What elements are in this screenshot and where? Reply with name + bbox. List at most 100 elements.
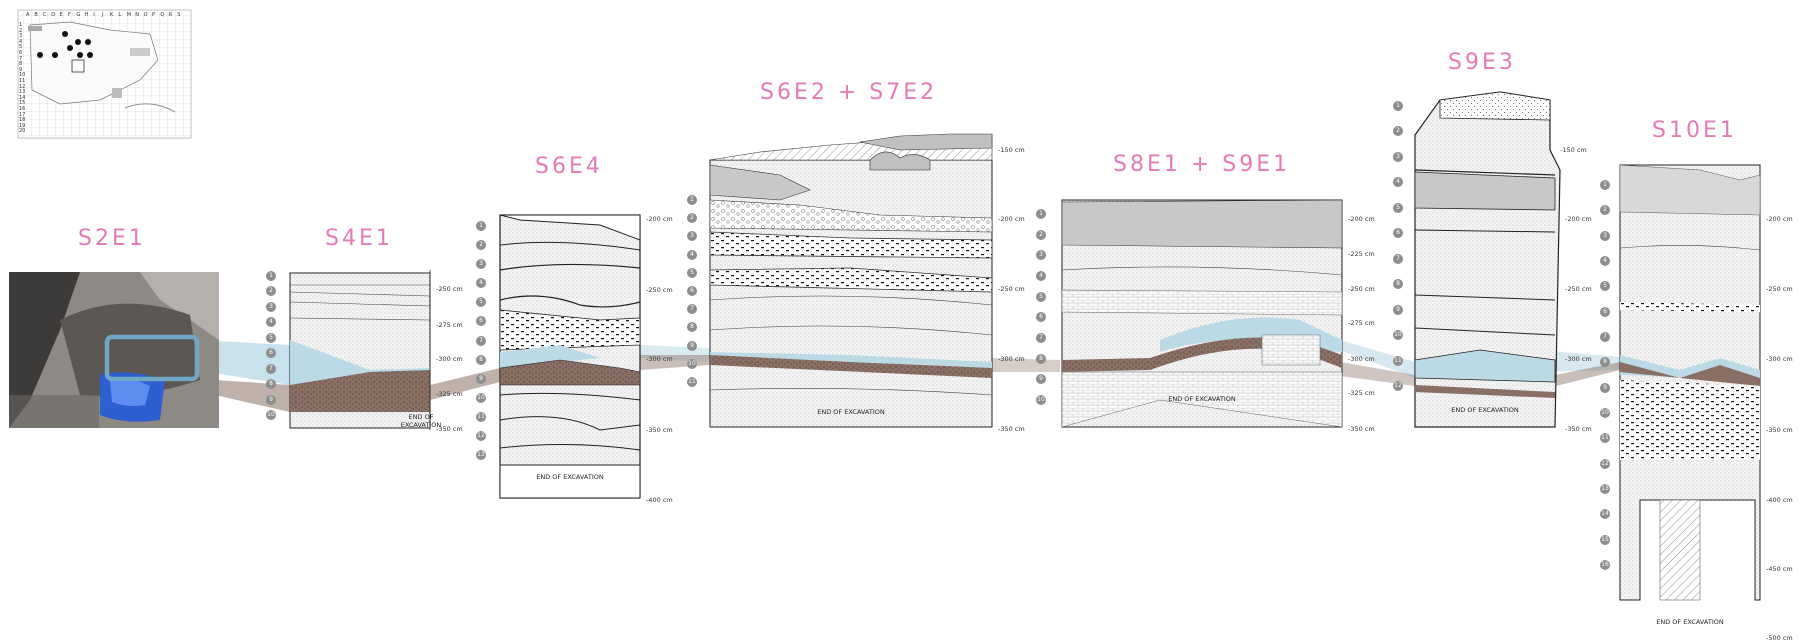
depth-label: -150 cm bbox=[1560, 146, 1587, 154]
depth-label: -350 cm bbox=[1565, 425, 1592, 433]
key-map-row-label: 17 bbox=[19, 111, 26, 118]
key-map-row-label: 18 bbox=[19, 117, 26, 124]
layer-number-marker: 10 bbox=[266, 410, 276, 420]
key-map-column-label: R bbox=[168, 12, 173, 18]
layer-number-marker: 5 bbox=[266, 332, 276, 343]
end-of-excavation-label: END OF EXCAVATION bbox=[1451, 406, 1519, 414]
depth-label: -250 cm bbox=[1565, 285, 1592, 293]
key-map-row-label: 2 bbox=[19, 27, 23, 34]
layer-number-marker: 7 bbox=[1393, 253, 1403, 264]
key-map-row-label: 3 bbox=[19, 33, 23, 40]
depth-label: -300 cm bbox=[646, 355, 673, 363]
title-s8e1-s9e1: S8E1 + S9E1 bbox=[1113, 152, 1291, 177]
layer-number-marker: 10 bbox=[1036, 395, 1046, 405]
layer-number-marker: 12 bbox=[476, 430, 486, 441]
layer-number-marker: 15 bbox=[1600, 534, 1610, 545]
depth-label: -500 cm bbox=[1766, 634, 1793, 642]
layer-number-marker: 8 bbox=[476, 354, 486, 365]
key-map-column-label: H bbox=[84, 12, 89, 18]
s6e2-s7e2-profile bbox=[709, 133, 993, 428]
layer-number-marker: 5 bbox=[476, 297, 486, 308]
depth-label: -275 cm bbox=[436, 321, 463, 329]
layer-number-marker: 5 bbox=[1036, 291, 1046, 302]
depth-label: -150 cm bbox=[998, 146, 1025, 154]
key-map-column-label: L bbox=[118, 12, 122, 18]
key-map-column-label: C bbox=[42, 12, 47, 18]
depth-label: -275 cm bbox=[1348, 319, 1375, 327]
layer-number-marker: 4 bbox=[1036, 271, 1046, 281]
title-s9e3: S9E3 bbox=[1448, 50, 1516, 75]
layer-number-marker: 5 bbox=[1600, 281, 1610, 292]
layer-number-marker: 9 bbox=[1393, 304, 1403, 315]
key-map-column-label: N bbox=[135, 12, 139, 18]
layer-number-marker: 2 bbox=[1393, 126, 1403, 137]
key-map-column-label: S bbox=[177, 12, 181, 18]
depth-label: -400 cm bbox=[1766, 496, 1793, 504]
layer-number-marker: 6 bbox=[687, 286, 697, 296]
layer-number-marker: 9 bbox=[687, 340, 697, 351]
layer-number-marker: 7 bbox=[1600, 332, 1610, 342]
s2e1-photo bbox=[9, 272, 219, 428]
layer-number-marker: 2 bbox=[266, 286, 276, 297]
title-s2e1: S2E1 bbox=[78, 226, 146, 251]
s10e1-profile bbox=[1619, 164, 1761, 601]
layer-number-marker: 10 bbox=[1600, 408, 1610, 418]
key-map-row-label: 19 bbox=[19, 122, 26, 129]
depth-label: -250 cm bbox=[436, 285, 463, 293]
s8e1-s9e1-profile bbox=[1061, 199, 1343, 428]
key-map-column-label: P bbox=[152, 12, 156, 18]
key-map-row-label: 14 bbox=[19, 94, 26, 101]
depth-label: -450 cm bbox=[1766, 565, 1793, 573]
layer-number-marker: 8 bbox=[1600, 357, 1610, 368]
layer-number-marker: 4 bbox=[687, 249, 697, 260]
layer-number-marker: 3 bbox=[476, 259, 486, 270]
key-map-column-label: K bbox=[110, 12, 114, 18]
layer-number-marker: 4 bbox=[1600, 256, 1610, 266]
key-map-column-label: O bbox=[143, 12, 148, 18]
depth-label: -200 cm bbox=[1766, 215, 1793, 223]
key-map-row-label: 9 bbox=[19, 66, 23, 73]
depth-label: -250 cm bbox=[998, 285, 1025, 293]
end-of-excavation-label: END OF EXCAVATION bbox=[817, 408, 885, 416]
layer-number-marker: 11 bbox=[1393, 355, 1403, 366]
layer-number-marker: 9 bbox=[266, 394, 276, 405]
end-of-excavation-label: END OF EXCAVATION bbox=[400, 413, 442, 429]
layer-number-marker: 7 bbox=[266, 363, 276, 374]
key-map-row-label: 12 bbox=[19, 83, 26, 90]
layer-number-marker: 3 bbox=[266, 301, 276, 312]
key-map-row-label: 8 bbox=[19, 61, 23, 68]
key-map-row-label: 15 bbox=[19, 100, 26, 107]
key-map-row-label: 13 bbox=[19, 89, 26, 96]
key-map-row-label: 11 bbox=[19, 78, 26, 84]
layer-number-marker: 1 bbox=[1393, 101, 1403, 111]
key-map-column-label: G bbox=[76, 12, 81, 18]
layer-number-marker: 4 bbox=[1393, 177, 1403, 188]
layer-number-marker: 3 bbox=[1393, 151, 1403, 162]
layer-number-marker: 2 bbox=[476, 240, 486, 251]
layer-number-marker: 11 bbox=[687, 377, 697, 387]
depth-label: -225 cm bbox=[1348, 250, 1375, 258]
key-map-column-label: E bbox=[59, 12, 63, 18]
depth-label: -200 cm bbox=[1348, 215, 1375, 223]
key-map-row-label: 5 bbox=[19, 44, 23, 51]
key-map-row-label: 20 bbox=[19, 128, 26, 135]
depth-label: -300 cm bbox=[1348, 355, 1375, 363]
key-map-column-label: M bbox=[126, 12, 132, 18]
key-map-row-label: 16 bbox=[19, 106, 26, 112]
layer-number-marker: 1 bbox=[266, 271, 276, 281]
layer-number-marker: 9 bbox=[1036, 374, 1046, 385]
layer-number-marker: 1 bbox=[476, 221, 486, 231]
layer-number-marker: 16 bbox=[1600, 560, 1610, 570]
layer-number-marker: 6 bbox=[1393, 228, 1403, 239]
key-map-column-label: F bbox=[68, 12, 71, 18]
end-of-excavation-label: END OF EXCAVATION bbox=[536, 473, 604, 481]
title-s6e2-s7e2: S6E2 + S7E2 bbox=[760, 80, 938, 105]
depth-label: -300 cm bbox=[436, 355, 463, 363]
key-map-column-label: I bbox=[93, 12, 95, 18]
layer-number-marker: 8 bbox=[266, 379, 276, 390]
title-s6e4: S6E4 bbox=[535, 154, 603, 179]
key-map-row-label: 1 bbox=[19, 22, 23, 28]
depth-label: -200 cm bbox=[646, 215, 673, 223]
depth-label: -350 cm bbox=[646, 426, 673, 434]
depth-label: -250 cm bbox=[1766, 285, 1793, 293]
